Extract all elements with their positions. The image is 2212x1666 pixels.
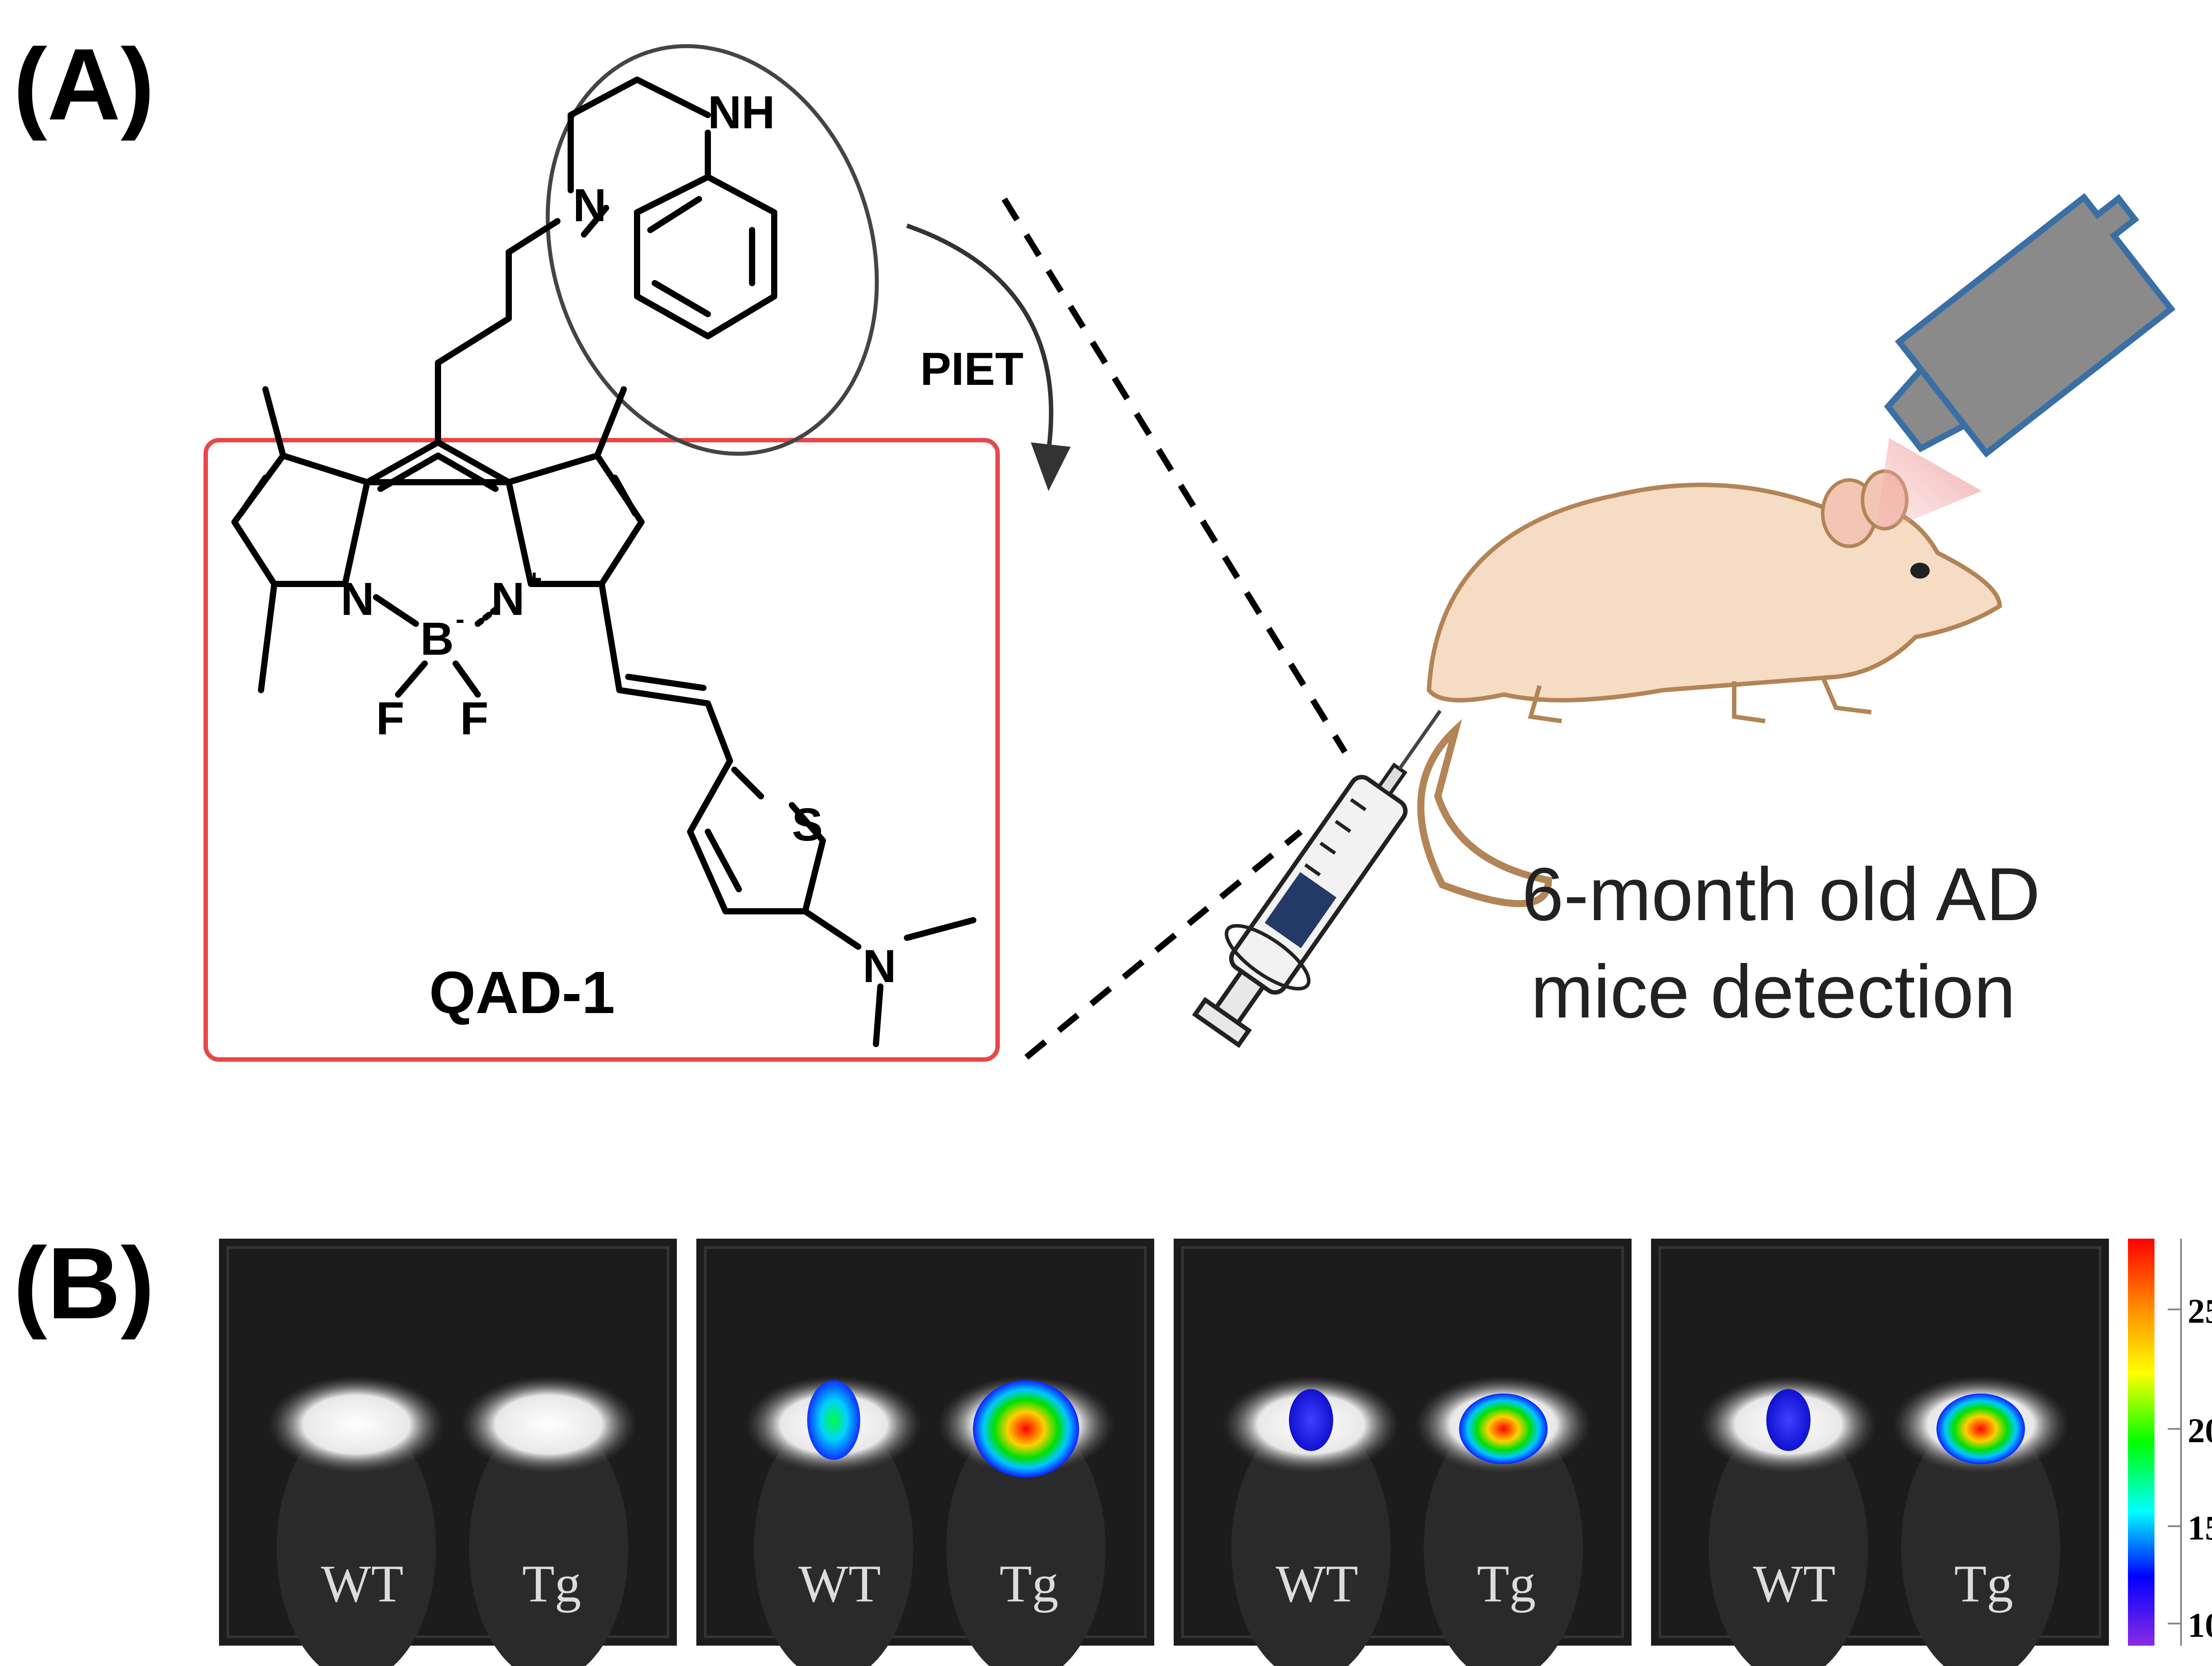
imaging-frame <box>1659 1246 2101 1638</box>
label-tg: Tg <box>999 1554 1058 1613</box>
imaging-panel: WT Tg <box>696 1239 1154 1666</box>
signal-wt <box>1289 1389 1333 1451</box>
atom-boron: B <box>420 613 454 665</box>
mouse-silhouette <box>1709 1416 1868 1666</box>
mouse-head-glow <box>268 1376 445 1473</box>
imaging-frame <box>227 1246 669 1638</box>
colorbar <box>2128 1239 2154 1646</box>
colorbar-tick-label: 20,000 <box>2188 1411 2212 1450</box>
caption-line-1: 6-month old AD <box>1522 852 2040 937</box>
mouse-head-glow <box>460 1376 637 1473</box>
mouse-silhouette <box>946 1416 1106 1666</box>
label-tg: Tg <box>522 1554 581 1613</box>
atom-n-left: N <box>341 573 374 625</box>
atom-n-quinoxaline: N <box>573 180 607 231</box>
label-tg: Tg <box>1477 1554 1536 1613</box>
mouse-silhouette <box>1901 1416 2061 1666</box>
label-wt: WT <box>799 1554 881 1613</box>
qad1-structure <box>231 77 976 1047</box>
molecule-name: QAD-1 <box>429 959 615 1026</box>
panel-b-label: (B) <box>13 1226 154 1340</box>
signal-wt <box>807 1380 860 1460</box>
piet-arrow <box>906 223 1053 452</box>
signal-tg <box>973 1380 1079 1478</box>
imaging-panel: WT Tg <box>219 1239 677 1666</box>
label-wt: WT <box>1276 1554 1359 1613</box>
atom-n-right: N <box>491 573 525 625</box>
atom-sulfur: S <box>792 799 823 851</box>
piet-arrowhead <box>1031 442 1071 491</box>
mouse-silhouette <box>754 1416 914 1666</box>
signal-wt <box>1766 1389 1811 1451</box>
syringe <box>1192 710 1442 1048</box>
colorbar-tick-label: 15,000 <box>2188 1509 2212 1547</box>
atom-n-amine: N <box>863 940 896 992</box>
panel-a-label: (A) <box>13 27 154 141</box>
colorbar-tick-label: 10,000 <box>2188 1606 2212 1644</box>
mouse-silhouette <box>276 1416 436 1666</box>
label-wt: WT <box>321 1554 404 1613</box>
mouse-illustration <box>1417 469 2002 907</box>
caption-line-2: mice detection <box>1531 950 2016 1034</box>
mouse-silhouette <box>1424 1416 1583 1666</box>
imaging-panel: WT Tg <box>1651 1239 2109 1666</box>
dashed-line-upper <box>1002 197 1348 754</box>
dashed-line-lower <box>1024 829 1303 1060</box>
atom-fluorine-2: F <box>460 693 488 745</box>
imaging-camera <box>1884 193 2176 458</box>
piet-label: PIET <box>920 343 1023 395</box>
quinoxaline-highlight-ellipse <box>545 44 879 456</box>
imaging-panel: WT Tg <box>1174 1239 1632 1666</box>
atom-fluorine-1: F <box>376 693 404 745</box>
label-wt: WT <box>1753 1554 1836 1613</box>
mouse-silhouette <box>469 1416 629 1666</box>
signal-tg <box>1936 1393 2025 1464</box>
label-tg: Tg <box>1954 1554 2013 1613</box>
atom-nh: NH <box>708 87 775 138</box>
mouse-silhouette <box>1231 1416 1391 1666</box>
imaging-frame <box>1181 1246 1624 1638</box>
signal-tg <box>1459 1393 1548 1464</box>
imaging-frame <box>704 1246 1147 1638</box>
atom-boron-charge: - <box>456 604 465 634</box>
light-beam <box>1876 438 1982 531</box>
atom-n-right-charge: + <box>526 564 542 594</box>
colorbar-tick-label: 25,000 <box>2188 1292 2212 1330</box>
